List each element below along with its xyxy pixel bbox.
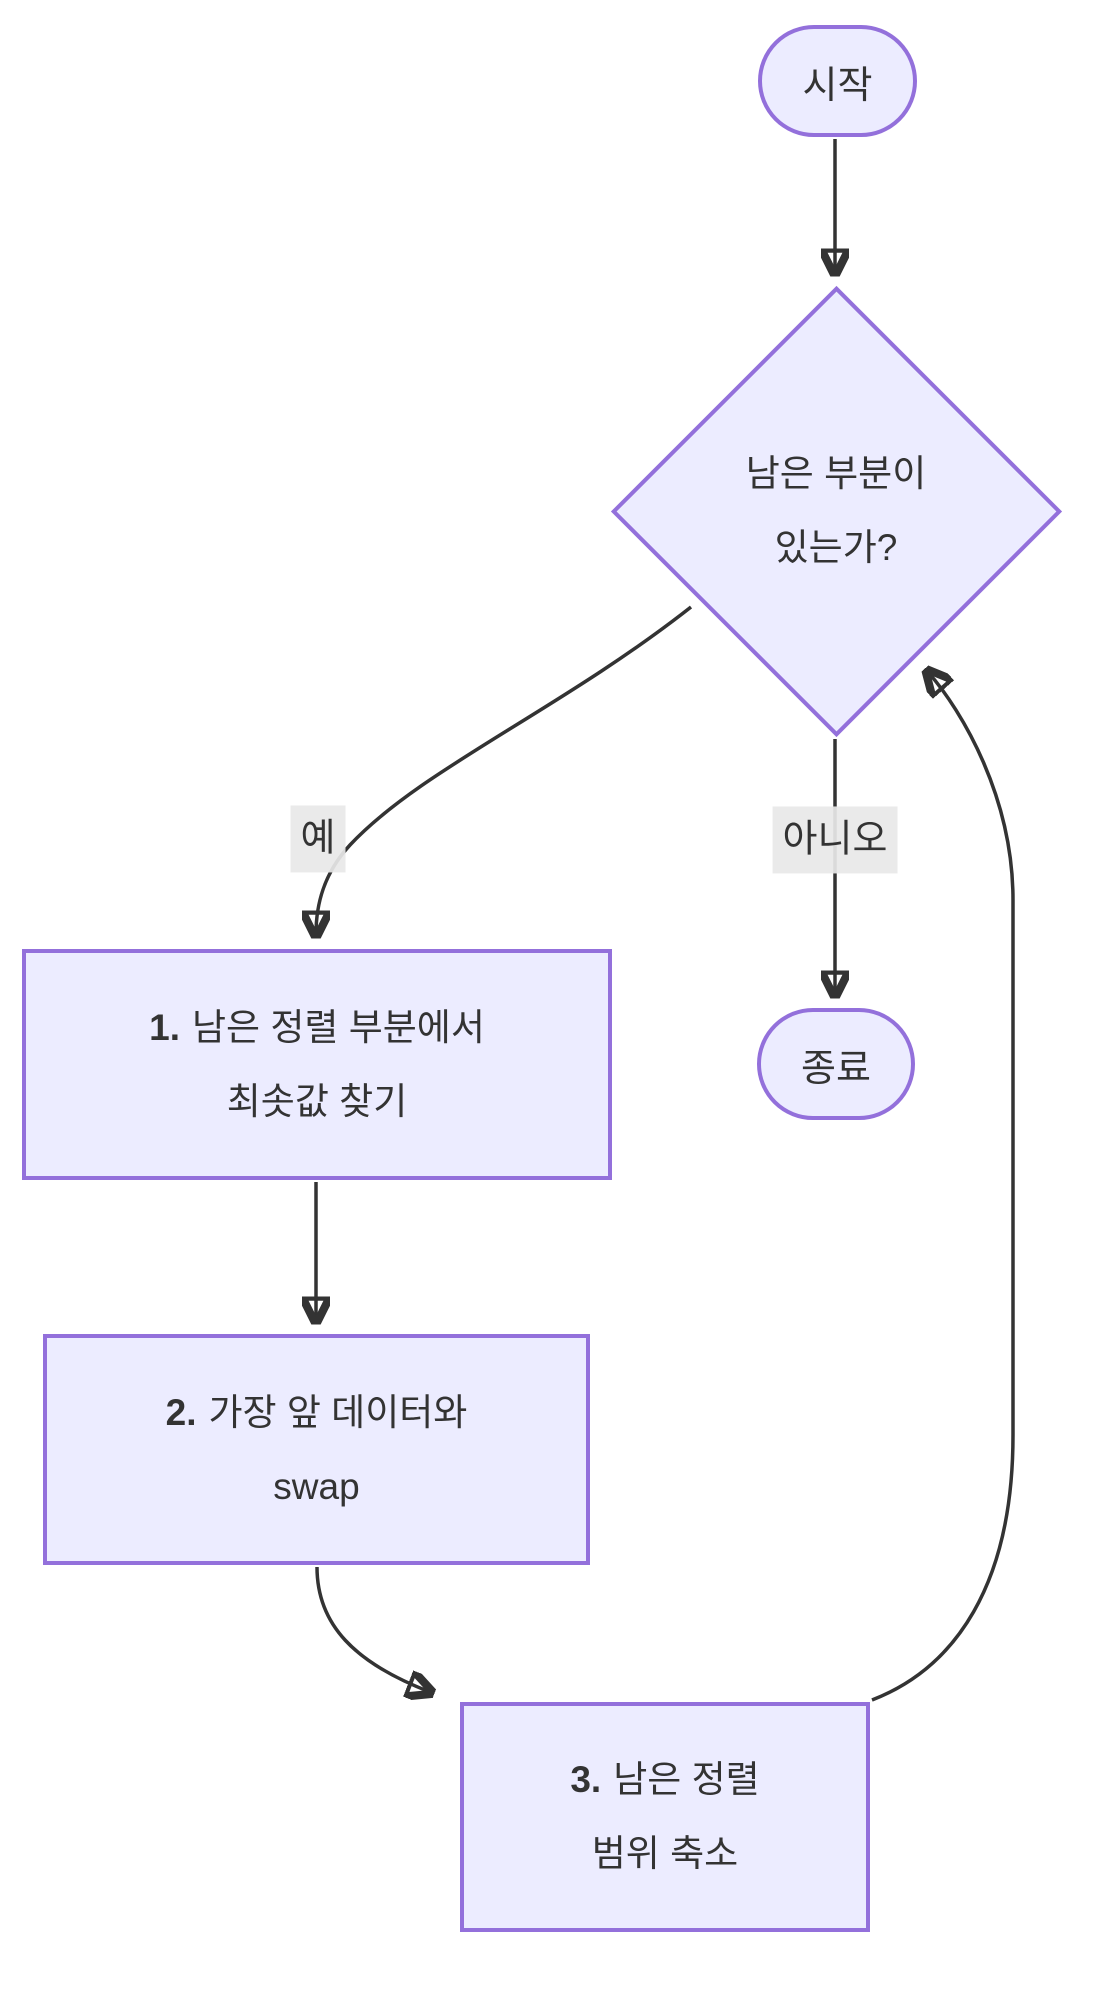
edge-label-no: 아니오 (772, 806, 898, 874)
edge-label-yes: 예 (290, 805, 346, 873)
node-step1-number: 1. (149, 1006, 180, 1048)
node-step2-line2: swap (273, 1465, 360, 1507)
node-step2-line1-text: 가장 앞 데이터와 (208, 1391, 468, 1433)
node-step3-line1-text: 남은 정렬 (613, 1759, 760, 1800)
node-decision-line1: 남은 부분이 (745, 453, 927, 494)
node-start: 시작 (758, 25, 917, 137)
node-decision-line2: 있는가? (774, 527, 898, 568)
node-step1-line1-text: 남은 정렬 부분에서 (191, 1006, 485, 1048)
node-decision-text: 남은 부분이 있는가? (656, 437, 1016, 585)
node-end: 종료 (757, 1008, 915, 1120)
node-step1-text: 1. 남은 정렬 부분에서 최솟값 찾기 (149, 991, 485, 1139)
node-step1: 1. 남은 정렬 부분에서 최솟값 찾기 (22, 949, 612, 1180)
edge-step3-to-decision (871, 672, 1015, 1702)
node-step1-line2: 최솟값 찾기 (226, 1080, 408, 1122)
node-step2-line1: 2. 가장 앞 데이터와 (166, 1376, 468, 1450)
node-step3-line1: 3. 남은 정렬 (570, 1743, 759, 1817)
node-step3-line2: 범위 축소 (591, 1833, 739, 1874)
edge-decision-to-step1-yes (316, 605, 693, 934)
node-step3: 3. 남은 정렬 범위 축소 (460, 1702, 870, 1932)
node-step2-text: 2. 가장 앞 데이터와 swap (166, 1376, 468, 1524)
node-step1-line1: 1. 남은 정렬 부분에서 (149, 991, 485, 1065)
edge-step2-to-step3 (315, 1566, 430, 1692)
node-step3-number: 3. (570, 1759, 602, 1800)
node-step2: 2. 가장 앞 데이터와 swap (43, 1334, 590, 1565)
node-step3-text: 3. 남은 정렬 범위 축소 (570, 1743, 759, 1891)
node-end-label: 종료 (801, 1047, 871, 1090)
node-step2-number: 2. (165, 1391, 197, 1433)
node-start-label: 시작 (802, 64, 873, 107)
